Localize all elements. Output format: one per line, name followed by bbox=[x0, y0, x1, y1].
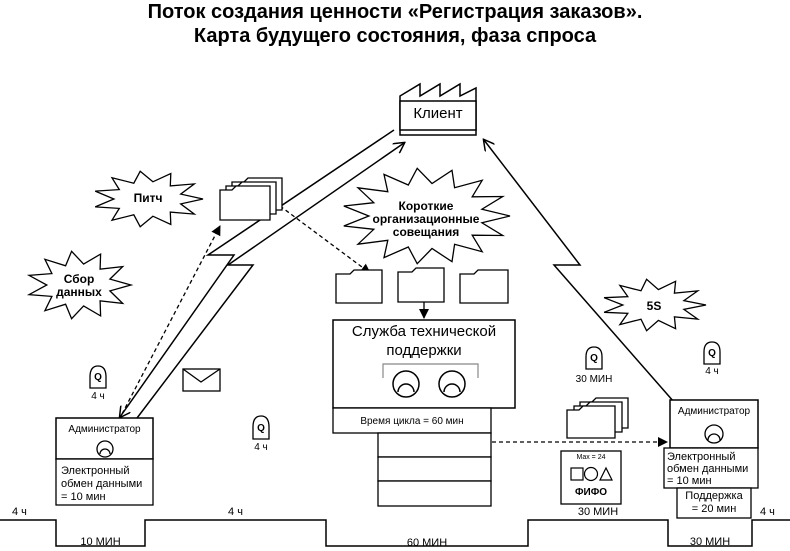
kaizen-data-label-2: данных bbox=[56, 285, 102, 299]
fifo-box bbox=[560, 450, 622, 505]
admin-right-data-2: обмен данными bbox=[667, 463, 749, 475]
dashed-flow-admin-to-files bbox=[121, 225, 221, 415]
operator-icon-admin-left bbox=[96, 440, 114, 458]
timeline-down-1: 10 МИН bbox=[80, 536, 121, 548]
queue-right-letter: Q bbox=[708, 348, 716, 359]
support-cycle-time: Время цикла = 60 мин bbox=[360, 416, 464, 427]
support-process-box bbox=[332, 319, 516, 507]
timeline-down-2: 60 МИН bbox=[406, 537, 448, 549]
admin-right-data-1: Электронный bbox=[667, 451, 736, 463]
kaizen-meetings-label-3: совещания bbox=[392, 225, 460, 239]
admin-right-label: Администратор bbox=[677, 406, 751, 417]
queue-icon-files bbox=[585, 346, 603, 370]
queue-mid-letter: Q bbox=[257, 423, 265, 434]
admin-left-data-2: обмен данными bbox=[61, 478, 143, 490]
kaizen-data-label-1: Сбор bbox=[63, 272, 95, 286]
page-title-line-2: Карта будущего состояния, фаза спроса bbox=[193, 25, 597, 47]
kaizen-burst-meetings bbox=[343, 167, 511, 265]
electronic-flow-admin-left-to-client bbox=[133, 143, 404, 423]
queue-right-time: 4 ч bbox=[705, 366, 719, 377]
timeline-up-1: 4 ч bbox=[12, 506, 27, 518]
queue-icon-right bbox=[703, 341, 721, 365]
admin-left-data-1: Электронный bbox=[61, 465, 130, 477]
admin-right-support-2: = 20 мин bbox=[691, 503, 737, 515]
queue-left-letter: Q bbox=[94, 372, 102, 383]
kaizen-burst-5s bbox=[603, 278, 707, 332]
admin-right-box bbox=[663, 399, 759, 519]
support-title-2: поддержки bbox=[386, 342, 462, 359]
kaizen-pitch-label: Питч bbox=[133, 191, 163, 205]
lead-time-ladder bbox=[0, 519, 790, 547]
page-title-line-1: Поток создания ценности «Регистрация зак… bbox=[147, 1, 643, 23]
folder-icon-3 bbox=[459, 269, 509, 304]
electronic-flow-client-to-admin-left bbox=[120, 129, 395, 417]
client-factory-icon bbox=[399, 82, 477, 136]
email-icon bbox=[182, 368, 221, 392]
admin-left-data-3: = 10 мин bbox=[61, 491, 106, 503]
timeline-up-4: 4 ч bbox=[760, 506, 775, 518]
queue-icon-mid bbox=[252, 415, 270, 440]
queue-left-time: 4 ч bbox=[91, 391, 105, 402]
file-stack-icon bbox=[219, 177, 283, 221]
kaizen-burst-data-collection bbox=[26, 250, 134, 320]
admin-right-support-1: Поддержка bbox=[685, 490, 743, 502]
queue-icon-left bbox=[89, 365, 107, 389]
admin-right-data-3: = 10 мин bbox=[667, 475, 712, 487]
kaizen-burst-pitch bbox=[94, 170, 204, 228]
kaizen-5s-label: 5S bbox=[646, 299, 662, 313]
support-title-1: Служба технической bbox=[351, 323, 497, 340]
kaizen-meetings-label-2: организационные bbox=[372, 212, 480, 226]
operator-icon-2 bbox=[438, 370, 466, 398]
folder-icon-1 bbox=[335, 269, 383, 304]
operator-icon-admin-right bbox=[704, 424, 724, 444]
admin-left-box bbox=[55, 417, 154, 506]
fifo-max: Max = 24 bbox=[576, 454, 606, 461]
operator-icon-1 bbox=[392, 370, 420, 398]
queue-files-letter: Q bbox=[590, 353, 598, 364]
queue-files-time: 30 МИН bbox=[575, 374, 613, 385]
dashed-flow-files-to-support bbox=[279, 205, 371, 274]
kaizen-meetings-label-1: Короткие bbox=[398, 199, 454, 213]
queue-mid-time: 4 ч bbox=[254, 442, 268, 453]
electronic-flow-admin-right-to-client bbox=[484, 140, 675, 403]
admin-left-label: Администратор bbox=[68, 424, 141, 435]
timeline-down-3: 30 МИН bbox=[689, 536, 731, 548]
timeline-up-3: 30 МИН bbox=[577, 506, 619, 518]
folder-icon-2 bbox=[397, 267, 445, 303]
client-label: Клиент bbox=[413, 105, 463, 122]
file-stack-queue-icon bbox=[566, 397, 629, 439]
fifo-label: ФИФО bbox=[574, 487, 608, 498]
timeline-up-2: 4 ч bbox=[228, 506, 243, 518]
